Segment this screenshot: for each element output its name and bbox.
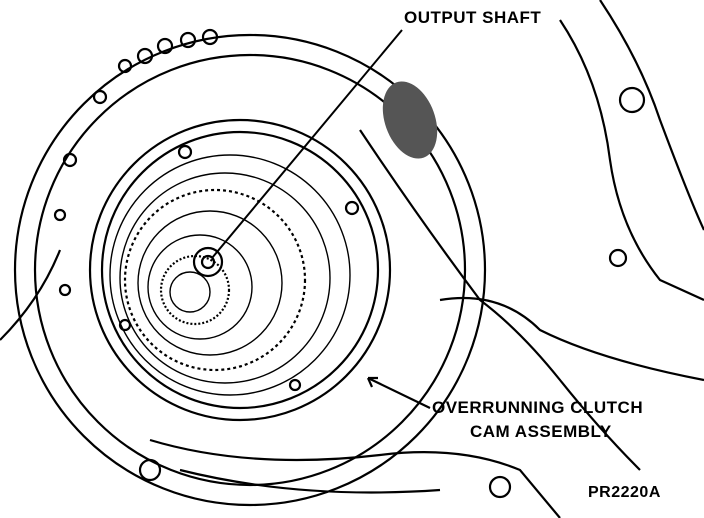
clutch-leader	[367, 377, 431, 409]
output-shaft-label: OUTPUT SHAFT	[404, 8, 542, 27]
case-holes	[53, 28, 219, 297]
output-shaft-leader	[211, 29, 403, 259]
cam-assembly-label: CAM ASSEMBLY	[470, 422, 612, 441]
figure-id: PR2220A	[588, 484, 661, 501]
overrunning-clutch-label: OVERRUNNING CLUTCH	[432, 398, 644, 417]
clutch-cam-assembly	[88, 118, 392, 422]
